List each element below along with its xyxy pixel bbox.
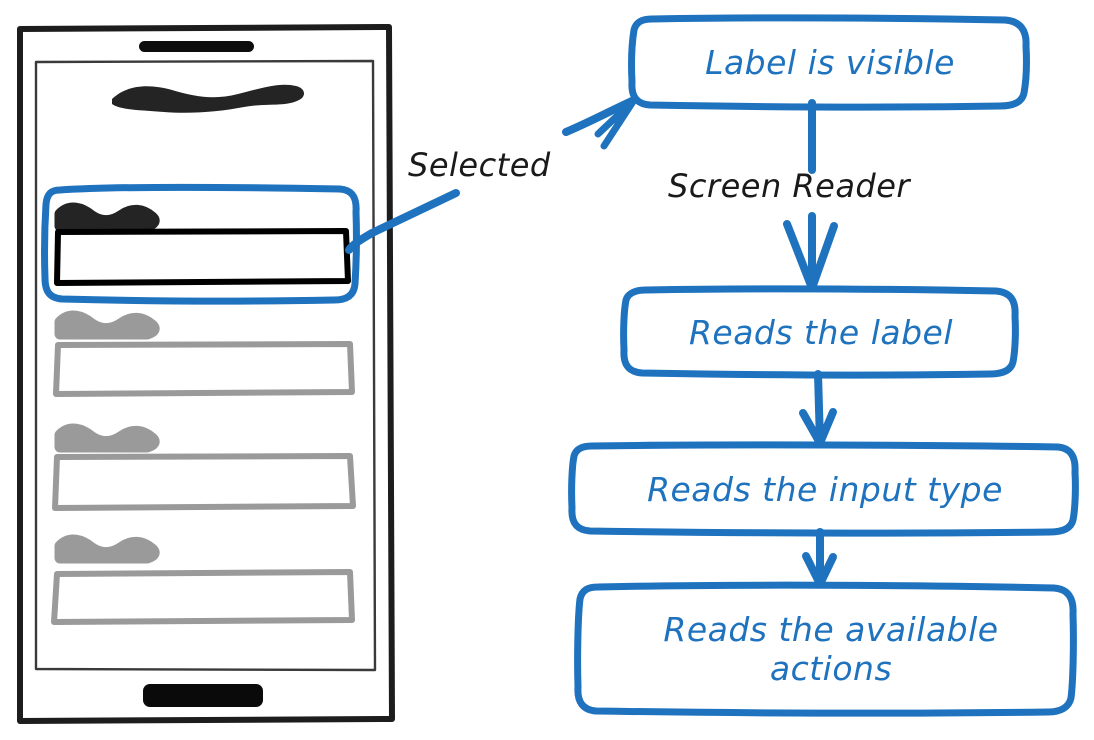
node-reads-available-actions-shape [574,581,1077,717]
field-4[interactable] [51,534,355,625]
home-indicator [143,684,263,707]
field-input-box-2[interactable] [53,341,355,397]
field-label-scribble-4 [54,534,160,564]
node-reads-input-type[interactable] [568,441,1079,537]
edge-2-3-arrowhead [799,408,837,447]
field-input-box-4[interactable] [51,569,355,625]
selection-highlight-ring [41,183,360,305]
node-reads-input-type-shape [568,441,1079,537]
edge-2-3-line [814,370,824,447]
field-2[interactable] [53,310,355,397]
field-label-scribble-selected [54,202,160,232]
node-reads-available-actions[interactable] [574,581,1077,717]
title-scribble [112,84,305,113]
field-selected[interactable] [41,183,360,305]
field-label-scribble-3 [54,423,160,453]
edge-sr-arrowhead [783,220,838,292]
edge-reads-label-to-reads-input [799,370,837,447]
field-input-box-selected[interactable] [54,228,351,286]
node-reads-label-shape [620,285,1019,379]
edge-selected-lower-stroke [345,189,460,254]
node-label-visible-shape [628,14,1030,111]
edge-reads-input-to-reads-actions [802,528,837,588]
field-input-box-3[interactable] [52,453,356,511]
edge-selected-to-label-visible [345,84,644,254]
edge-label-visible-to-reads-label [783,99,838,292]
node-label-visible[interactable] [628,14,1030,111]
field-label-scribble-2 [54,310,160,340]
edge-3-4-arrowhead [802,552,837,588]
node-reads-label[interactable] [620,285,1019,379]
phone-mockup [17,24,395,724]
field-3[interactable] [52,423,356,511]
speaker-bar [139,41,254,52]
